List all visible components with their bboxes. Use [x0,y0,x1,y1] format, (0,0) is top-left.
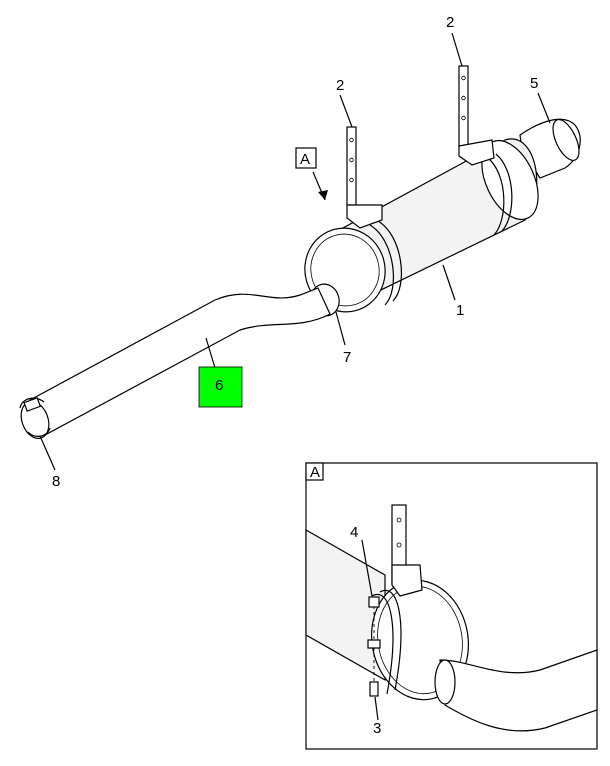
callout-4: 4 [350,524,358,541]
washer [367,639,381,649]
view-label-main: A [300,151,310,168]
hanger-bracket-front [346,126,383,229]
nut [368,596,380,608]
pipe-clamp [19,397,51,437]
callout-6: 6 [215,377,223,394]
hanger-bracket-rear [458,65,495,166]
callout-3: 3 [373,720,381,737]
view-label-box-main [295,147,317,169]
callout-2-front: 2 [336,77,344,94]
callout-1: 1 [456,302,464,319]
view-label-box-detail [305,462,324,481]
callout-7: 7 [343,349,351,366]
callout-2-rear: 2 [446,14,454,31]
callout-5: 5 [530,75,538,92]
callout-8: 8 [52,473,60,490]
muffler-band-rear [487,153,513,236]
callout-6-highlight[interactable] [198,366,243,408]
bolt [369,681,379,697]
exhaust-pipe [20,287,331,439]
muffler-band-front [369,220,403,306]
view-label-detail: A [310,464,320,481]
detail-view-a: A 4 3 [305,462,598,750]
